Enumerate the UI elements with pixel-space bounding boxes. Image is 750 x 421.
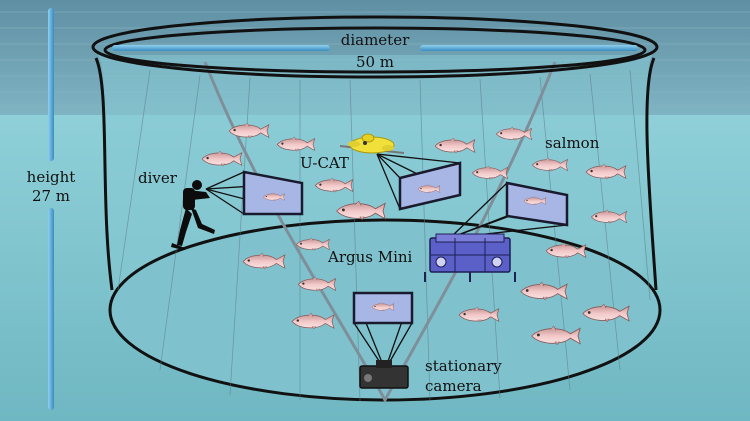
net-left-side	[94, 57, 114, 291]
net-top-ring-inner	[103, 26, 647, 74]
diameter-bar	[112, 45, 638, 51]
argus-mini-rov-icon	[424, 233, 516, 282]
ucat-label: U-CAT	[300, 154, 349, 172]
argus-label: Argus Mini	[327, 248, 413, 266]
stationary-camera-icon	[359, 360, 409, 389]
diver-silhouette-icon	[171, 180, 215, 250]
height-value: 27 m	[32, 187, 70, 205]
height-bar	[48, 8, 54, 410]
salmon-label: salmon	[545, 134, 600, 152]
ucat-robot-icon	[339, 133, 405, 154]
argus-camera-view	[449, 181, 569, 239]
diameter-label: diameter	[341, 31, 410, 49]
height-label: height	[27, 168, 76, 186]
net-right-side	[645, 57, 658, 291]
stationary-label-line2: camera	[425, 377, 482, 395]
net-top-ring-outer	[91, 15, 659, 79]
diver-label: diver	[138, 169, 178, 187]
stationary-label: stationary	[425, 357, 502, 375]
diver-camera-view	[205, 170, 304, 216]
ucat-camera-view	[376, 153, 462, 211]
diameter-value: 50 m	[356, 53, 394, 71]
stationary-camera-view	[352, 291, 414, 371]
